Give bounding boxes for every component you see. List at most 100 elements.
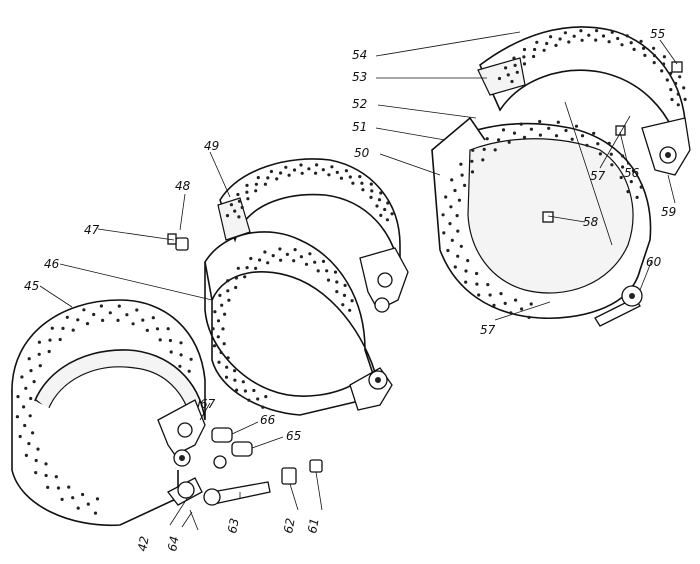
perforation-hole bbox=[512, 131, 517, 135]
perforation-hole bbox=[254, 182, 258, 186]
perforation-hole bbox=[369, 195, 373, 199]
perforation-hole bbox=[669, 88, 673, 92]
perforation-hole bbox=[316, 269, 320, 273]
perforation-hole bbox=[178, 364, 182, 368]
label-52: 52 bbox=[352, 97, 367, 111]
perforation-hole bbox=[237, 215, 241, 219]
perforation-hole bbox=[635, 195, 639, 199]
perforation-hole bbox=[574, 124, 579, 128]
perforation-hole bbox=[512, 56, 516, 60]
perforation-hole bbox=[601, 34, 606, 38]
perforation-hole bbox=[632, 47, 636, 52]
perforation-hole bbox=[497, 76, 502, 81]
perforation-hole bbox=[621, 154, 625, 158]
perforation-hole bbox=[321, 168, 325, 172]
perforation-hole bbox=[266, 261, 270, 265]
perforation-hole bbox=[266, 176, 270, 180]
perforation-hole bbox=[226, 279, 230, 283]
perforation-hole bbox=[20, 375, 24, 379]
perforation-hole bbox=[101, 318, 105, 322]
label-53: 53 bbox=[352, 70, 367, 84]
perforation-hole bbox=[32, 380, 36, 384]
label-57-top: 57 bbox=[590, 169, 606, 183]
perforation-hole bbox=[652, 61, 656, 65]
perforation-hole bbox=[222, 342, 226, 346]
perforation-hole bbox=[609, 152, 613, 156]
perforation-hole bbox=[46, 485, 50, 489]
perforation-hole bbox=[71, 328, 75, 332]
perforation-hole bbox=[219, 350, 223, 355]
perforation-hole bbox=[522, 47, 527, 52]
perforation-hole bbox=[131, 322, 135, 326]
perforation-hole bbox=[246, 197, 250, 201]
washer-small bbox=[213, 455, 227, 469]
label-61: 61 bbox=[305, 517, 321, 534]
perforation-hole bbox=[639, 185, 643, 189]
perforation-hole bbox=[218, 293, 222, 297]
perforation-hole bbox=[360, 181, 364, 185]
label-51: 51 bbox=[352, 120, 367, 134]
perforation-hole bbox=[54, 475, 58, 479]
perforation-hole bbox=[446, 248, 450, 253]
perforation-hole bbox=[249, 256, 253, 261]
bushing-65 bbox=[231, 441, 253, 457]
perforation-hole bbox=[453, 265, 457, 269]
perforation-hole bbox=[538, 133, 543, 137]
perforation-hole bbox=[240, 205, 244, 210]
perforation-hole bbox=[321, 259, 326, 263]
perforation-hole bbox=[386, 201, 390, 205]
perforation-hole bbox=[245, 190, 249, 194]
perforation-hole bbox=[279, 171, 283, 175]
perforation-hole bbox=[482, 147, 486, 151]
perforation-hole bbox=[307, 167, 311, 171]
perforation-hole bbox=[533, 47, 537, 52]
perforation-hole bbox=[580, 134, 585, 138]
perforation-hole bbox=[390, 212, 394, 216]
perforation-hole bbox=[607, 141, 611, 145]
perforation-hole bbox=[499, 292, 503, 296]
perforation-hole bbox=[30, 431, 35, 435]
label-65: 65 bbox=[286, 429, 301, 443]
nut-48 bbox=[175, 237, 189, 251]
perforation-hole bbox=[350, 299, 354, 303]
perforation-hole bbox=[570, 137, 574, 141]
perforation-hole bbox=[670, 97, 674, 102]
perforation-hole bbox=[299, 163, 303, 167]
perforation-hole bbox=[471, 148, 475, 152]
perforation-hole bbox=[460, 173, 464, 177]
perforation-hole bbox=[22, 405, 26, 409]
end-lug-46 bbox=[349, 367, 393, 411]
perforation-hole bbox=[598, 152, 603, 156]
perforation-hole bbox=[674, 81, 678, 86]
perforation-hole bbox=[527, 315, 531, 319]
perforation-hole bbox=[514, 298, 518, 302]
perforation-hole bbox=[225, 365, 229, 369]
perforation-hole bbox=[56, 486, 61, 490]
perforation-hole bbox=[529, 302, 533, 306]
perforation-hole bbox=[335, 170, 339, 174]
nut-61 bbox=[309, 459, 323, 473]
perforation-hole bbox=[220, 303, 224, 307]
perforation-hole bbox=[558, 37, 562, 41]
perforation-hole bbox=[485, 137, 489, 141]
band-46-perforations bbox=[211, 247, 354, 409]
perforation-hole bbox=[29, 369, 33, 373]
band-45-perforations bbox=[15, 304, 193, 515]
label-62: 62 bbox=[281, 517, 297, 534]
perforation-hole bbox=[507, 140, 511, 144]
perforation-hole bbox=[475, 282, 479, 286]
perforation-hole bbox=[81, 492, 85, 497]
perforation-hole bbox=[455, 214, 459, 218]
perforation-hole bbox=[643, 53, 647, 58]
perforation-hole bbox=[263, 250, 267, 254]
perforation-hole bbox=[532, 54, 536, 59]
perforation-hole bbox=[58, 337, 62, 342]
perforation-hole bbox=[28, 414, 32, 418]
perforation-hole bbox=[37, 352, 41, 356]
perforation-hole bbox=[504, 66, 508, 70]
perforation-hole bbox=[293, 248, 297, 252]
label-47: 47 bbox=[84, 223, 100, 237]
perforation-hole bbox=[226, 289, 230, 293]
